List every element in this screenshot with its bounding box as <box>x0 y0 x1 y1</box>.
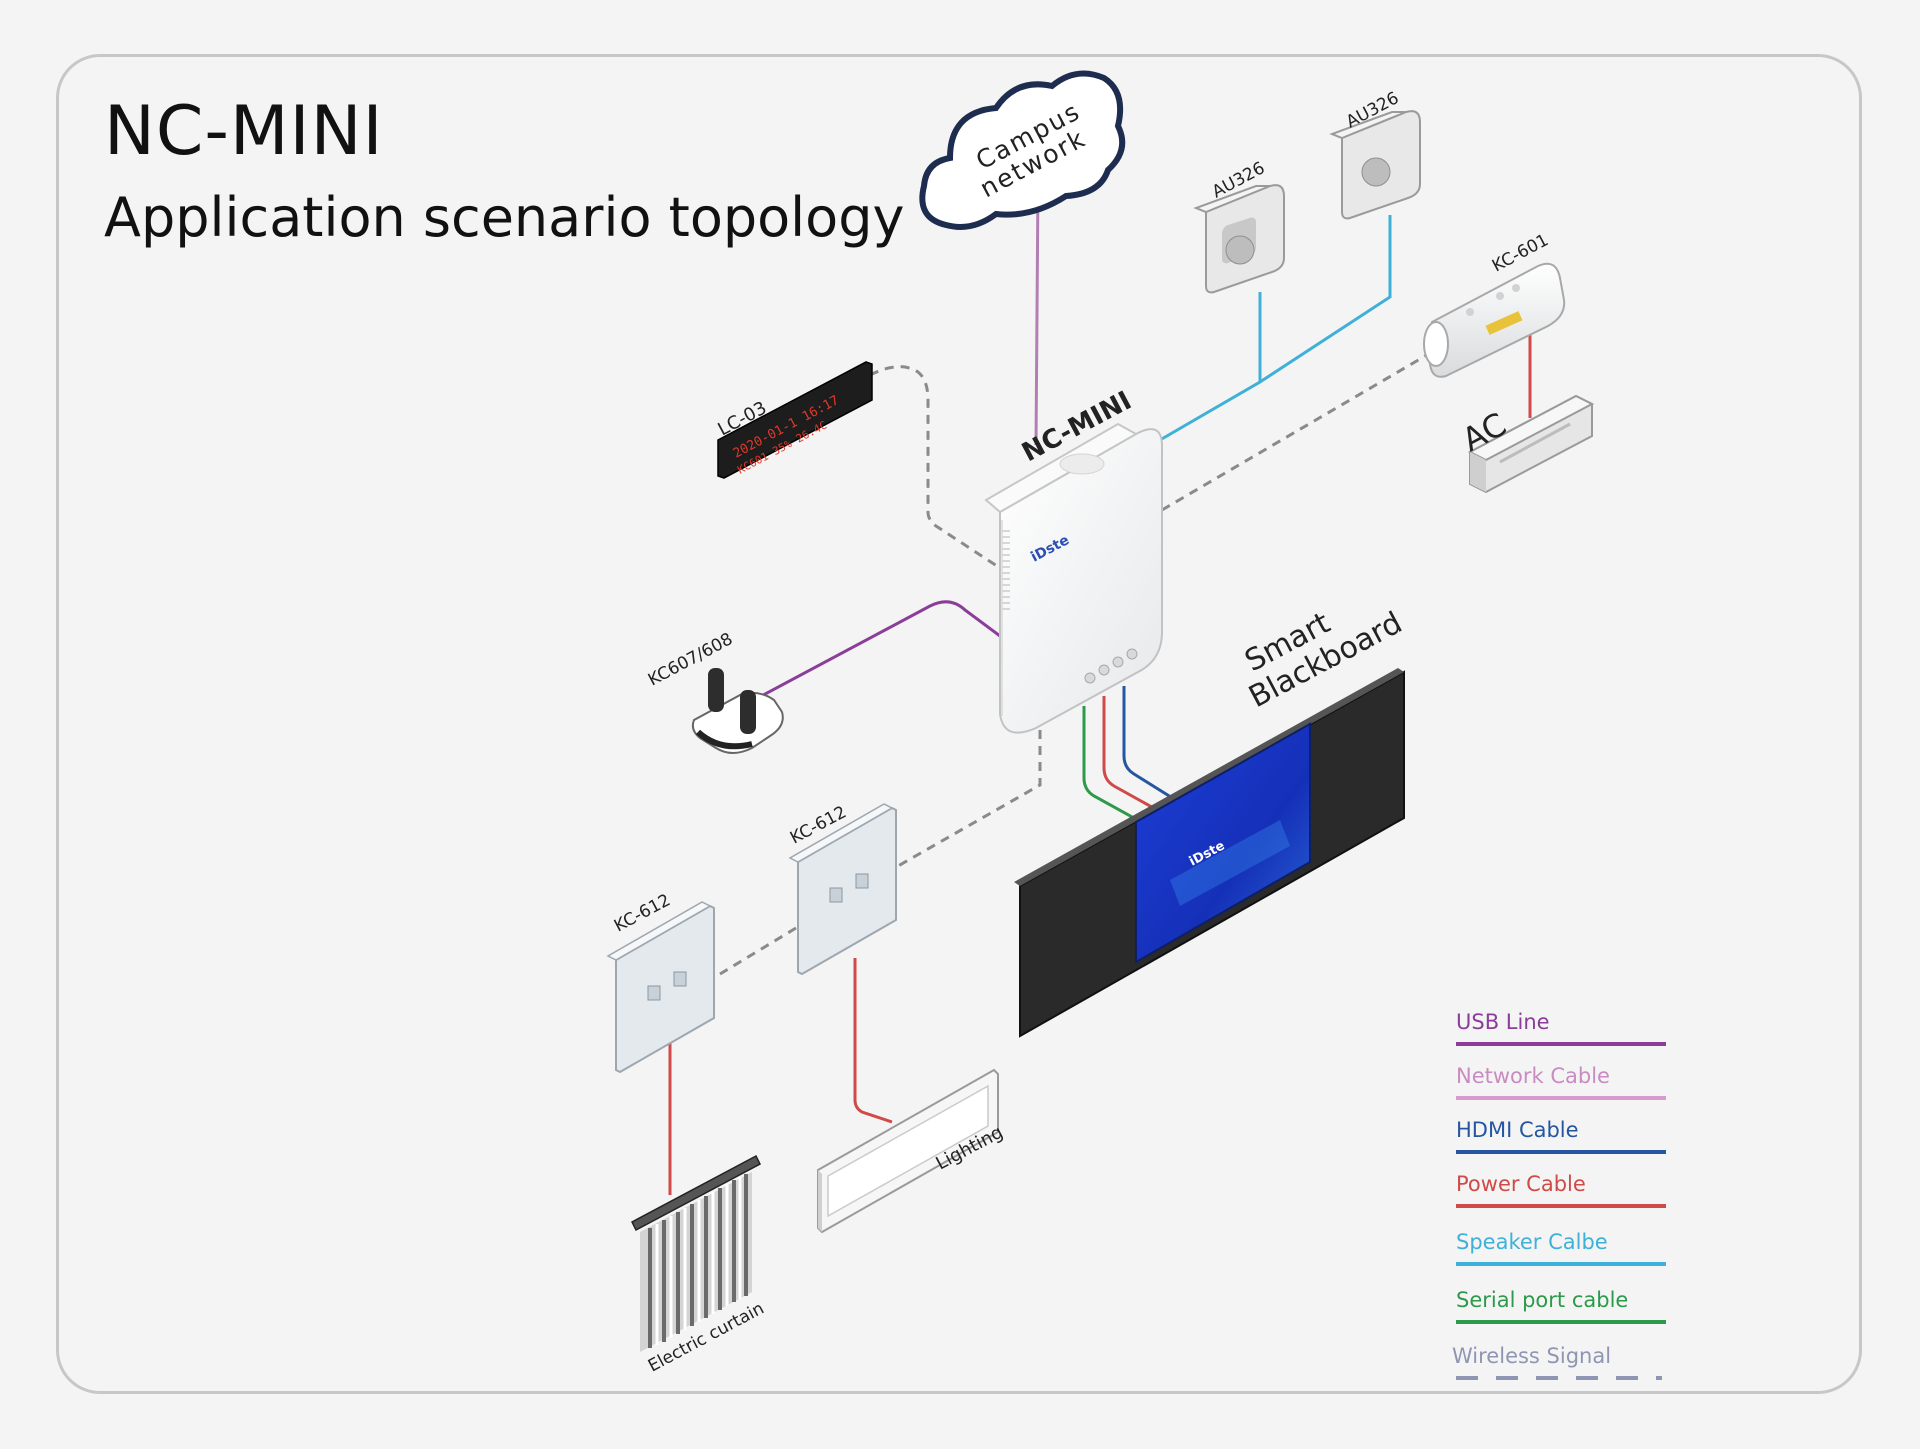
legend-wireless-label: Wireless Signal <box>1452 1344 1612 1368</box>
power-cable-line <box>1102 696 1169 818</box>
legend-network-label: Network Cable <box>1456 1064 1610 1088</box>
speaker-cable-line <box>1159 215 1392 442</box>
speaker-left: AU326 <box>1193 158 1285 294</box>
legend-wireless-swatch <box>1456 1376 1662 1380</box>
network-cable-line <box>1034 181 1040 446</box>
power-cable-lighting <box>853 958 893 1124</box>
lc03-display: 2020-01-1 16:17 KC601 35% 26.4C LC-03 <box>714 361 873 479</box>
page-title: NC-MINI <box>104 92 384 171</box>
kc612-switch-a: KC-612 <box>606 890 715 1074</box>
legend-hdmi-label: HDMI Cable <box>1456 1118 1579 1142</box>
legend-network-cable: Network Cable <box>1456 1064 1666 1104</box>
electric-curtain: Electric curtain <box>631 1154 767 1376</box>
nc-mini-hub: iDste NC-MINI <box>984 386 1163 734</box>
legend-speaker-cable: Speaker Calbe <box>1456 1230 1666 1270</box>
serial-cable-line <box>1082 706 1153 830</box>
wireless-line-kc601 <box>1161 350 1433 512</box>
legend-serial-cable: Serial port cable <box>1456 1288 1666 1328</box>
kc601-controller: KC-601 <box>1423 230 1566 378</box>
legend-speaker-label: Speaker Calbe <box>1456 1230 1608 1254</box>
wireless-line-lc03 <box>869 365 1001 570</box>
legend-serial-label: Serial port cable <box>1456 1288 1629 1312</box>
wireless-line-switch-a <box>719 926 797 976</box>
speaker-right: AU326 <box>1329 88 1421 220</box>
legend-power-cable: Power Cable <box>1456 1172 1666 1212</box>
usb-line-line <box>753 600 1001 702</box>
legend-usb-line: USB Line <box>1456 1010 1666 1050</box>
legend-wireless-signal: Wireless Signal <box>1452 1344 1662 1384</box>
kc612-switch-b: KC-612 <box>787 802 897 976</box>
diagram-frame <box>56 54 1862 1394</box>
lighting-panel: Lighting <box>817 1068 1007 1234</box>
legend-usb-swatch <box>1456 1042 1666 1046</box>
legend-network-swatch <box>1456 1096 1666 1100</box>
legend-hdmi-cable: HDMI Cable <box>1456 1118 1666 1158</box>
hdmi-cable-line <box>1122 686 1183 806</box>
legend-power-swatch <box>1456 1204 1666 1208</box>
air-conditioner: AC <box>1456 394 1595 494</box>
legend-hdmi-swatch <box>1456 1150 1666 1154</box>
page-subtitle: Application scenario topology <box>104 186 905 249</box>
wireless-line-switch-b <box>897 730 1042 868</box>
legend-speaker-swatch <box>1456 1262 1666 1266</box>
legend-power-label: Power Cable <box>1456 1172 1586 1196</box>
legend-serial-swatch <box>1456 1320 1666 1324</box>
kc607-mic-charger: KC607/608 <box>645 629 784 754</box>
legend-usb-label: USB Line <box>1456 1010 1550 1034</box>
campus-network-cloud: Campus network <box>919 70 1126 230</box>
